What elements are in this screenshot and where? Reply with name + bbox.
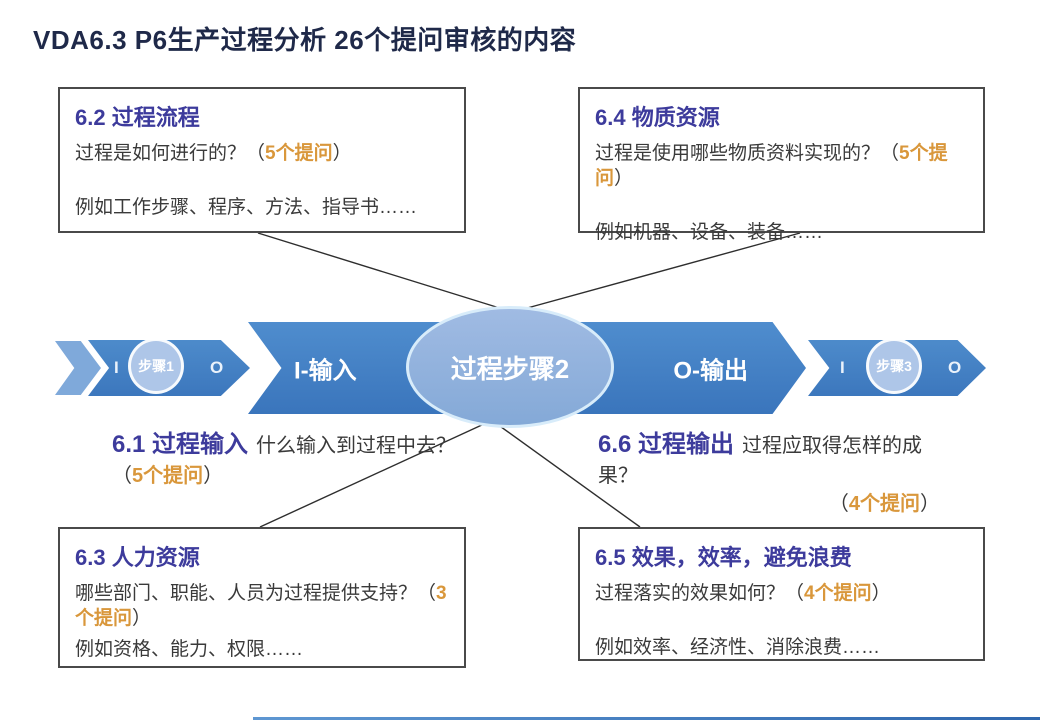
box-question: 哪些部门、职能、人员为过程提供支持？（3个提问） xyxy=(75,581,449,631)
count-open: （ xyxy=(828,492,849,515)
box-example: 例如机器、设备、装备…… xyxy=(595,222,824,244)
count-close: ） xyxy=(203,464,224,487)
topic-box-6-2-process-flow: 6.2 过程流程 过程是如何进行的？（5个提问） 例如工作步骤、程序、方法、指导… xyxy=(58,87,466,233)
label-title: 6.1 过程输入 xyxy=(112,431,249,458)
question-text: 过程落实的效果如何？（ xyxy=(595,583,805,604)
output-label: O-输出 xyxy=(673,357,748,385)
label-line2: （4个提问） xyxy=(598,490,940,518)
box-example: 例如效率、经济性、消除浪费…… xyxy=(595,637,881,659)
chevron-arrow-left xyxy=(55,341,101,395)
count-close: ） xyxy=(920,492,940,515)
box-question: 过程是如何进行的？（5个提问） xyxy=(75,141,449,166)
question-count: 4个提问 xyxy=(804,583,872,604)
label-count: 4个提问 xyxy=(848,492,920,515)
topic-box-6-3-human-resources: 6.3 人力资源 哪些部门、职能、人员为过程提供支持？（3个提问） 例如资格、能… xyxy=(58,527,466,668)
output-marker: O xyxy=(210,358,224,377)
step1-circle: 步骤1 xyxy=(128,340,184,394)
question-count: 3个提问 xyxy=(75,583,447,630)
topic-box-6-4-material-resources: 6.4 物质资源 过程是使用哪些物质资料实现的？（5个提问） 例如机器、设备、装… xyxy=(578,87,985,243)
process-step2-label: 过程步骤2 xyxy=(450,353,570,384)
label-question: 什么输入到过程中去？ xyxy=(256,435,457,457)
count-open: （ xyxy=(112,464,132,487)
box-title: 6.4 物质资源 xyxy=(595,105,720,130)
process-step2-ellipse: 过程步骤2 xyxy=(406,306,614,428)
label-line2: （5个提问） xyxy=(112,462,512,490)
step3-banner: I 步骤3 O xyxy=(808,340,986,396)
page-title: VDA6.3 P6生产过程分析 26个提问审核的内容 xyxy=(33,25,577,55)
topic-box-6-5-effectiveness-efficiency: 6.5 效果，效率，避免浪费 过程落实的效果如何？（4个提问） 例如效率、经济性… xyxy=(578,527,985,661)
question-text: 过程是如何进行的？（ xyxy=(75,143,266,164)
question-close: ） xyxy=(614,168,634,190)
question-text: 哪些部门、职能、人员为过程提供支持？（ xyxy=(75,583,437,604)
box-title: 6.2 过程流程 xyxy=(75,105,200,130)
step1-banner: I 步骤1 O xyxy=(88,340,250,396)
label-question: 过程应取得怎样的成果？ xyxy=(598,435,923,487)
input-marker: I xyxy=(840,358,845,377)
box-title: 6.5 效果，效率，避免浪费 xyxy=(595,545,852,570)
bottom-accent-line xyxy=(253,717,1040,720)
question-close: ） xyxy=(132,608,152,630)
question-count: 5个提问 xyxy=(595,143,948,190)
question-close: ） xyxy=(332,143,352,164)
input-label: I-输入 xyxy=(294,357,357,385)
label-line1: 6.1 过程输入什么输入到过程中去？ xyxy=(112,428,512,462)
label-title: 6.6 过程输出 xyxy=(598,431,735,458)
step3-circle: 步骤3 xyxy=(866,340,922,394)
label-line1: 6.6 过程输出过程应取得怎样的成果？ xyxy=(598,428,940,490)
input-marker: I xyxy=(114,358,119,377)
box-example: 例如资格、能力、权限…… xyxy=(75,639,304,661)
box-title: 6.3 人力资源 xyxy=(75,545,200,570)
question-close: ） xyxy=(871,583,891,604)
label-6-6-process-output: 6.6 过程输出过程应取得怎样的成果？ （4个提问） xyxy=(598,428,940,518)
question-count: 5个提问 xyxy=(265,143,333,164)
box-question: 过程落实的效果如何？（4个提问） xyxy=(595,581,968,606)
question-text: 过程是使用哪些物质资料实现的？（ xyxy=(595,143,900,164)
box-example: 例如工作步骤、程序、方法、指导书…… xyxy=(75,197,418,219)
output-marker: O xyxy=(948,358,962,377)
step1-label: 步骤1 xyxy=(138,358,174,374)
step3-label: 步骤3 xyxy=(876,358,912,374)
label-6-1-process-input: 6.1 过程输入什么输入到过程中去？ （5个提问） xyxy=(112,428,512,490)
label-count: 5个提问 xyxy=(132,464,204,487)
box-question: 过程是使用哪些物质资料实现的？（5个提问） xyxy=(595,141,968,191)
